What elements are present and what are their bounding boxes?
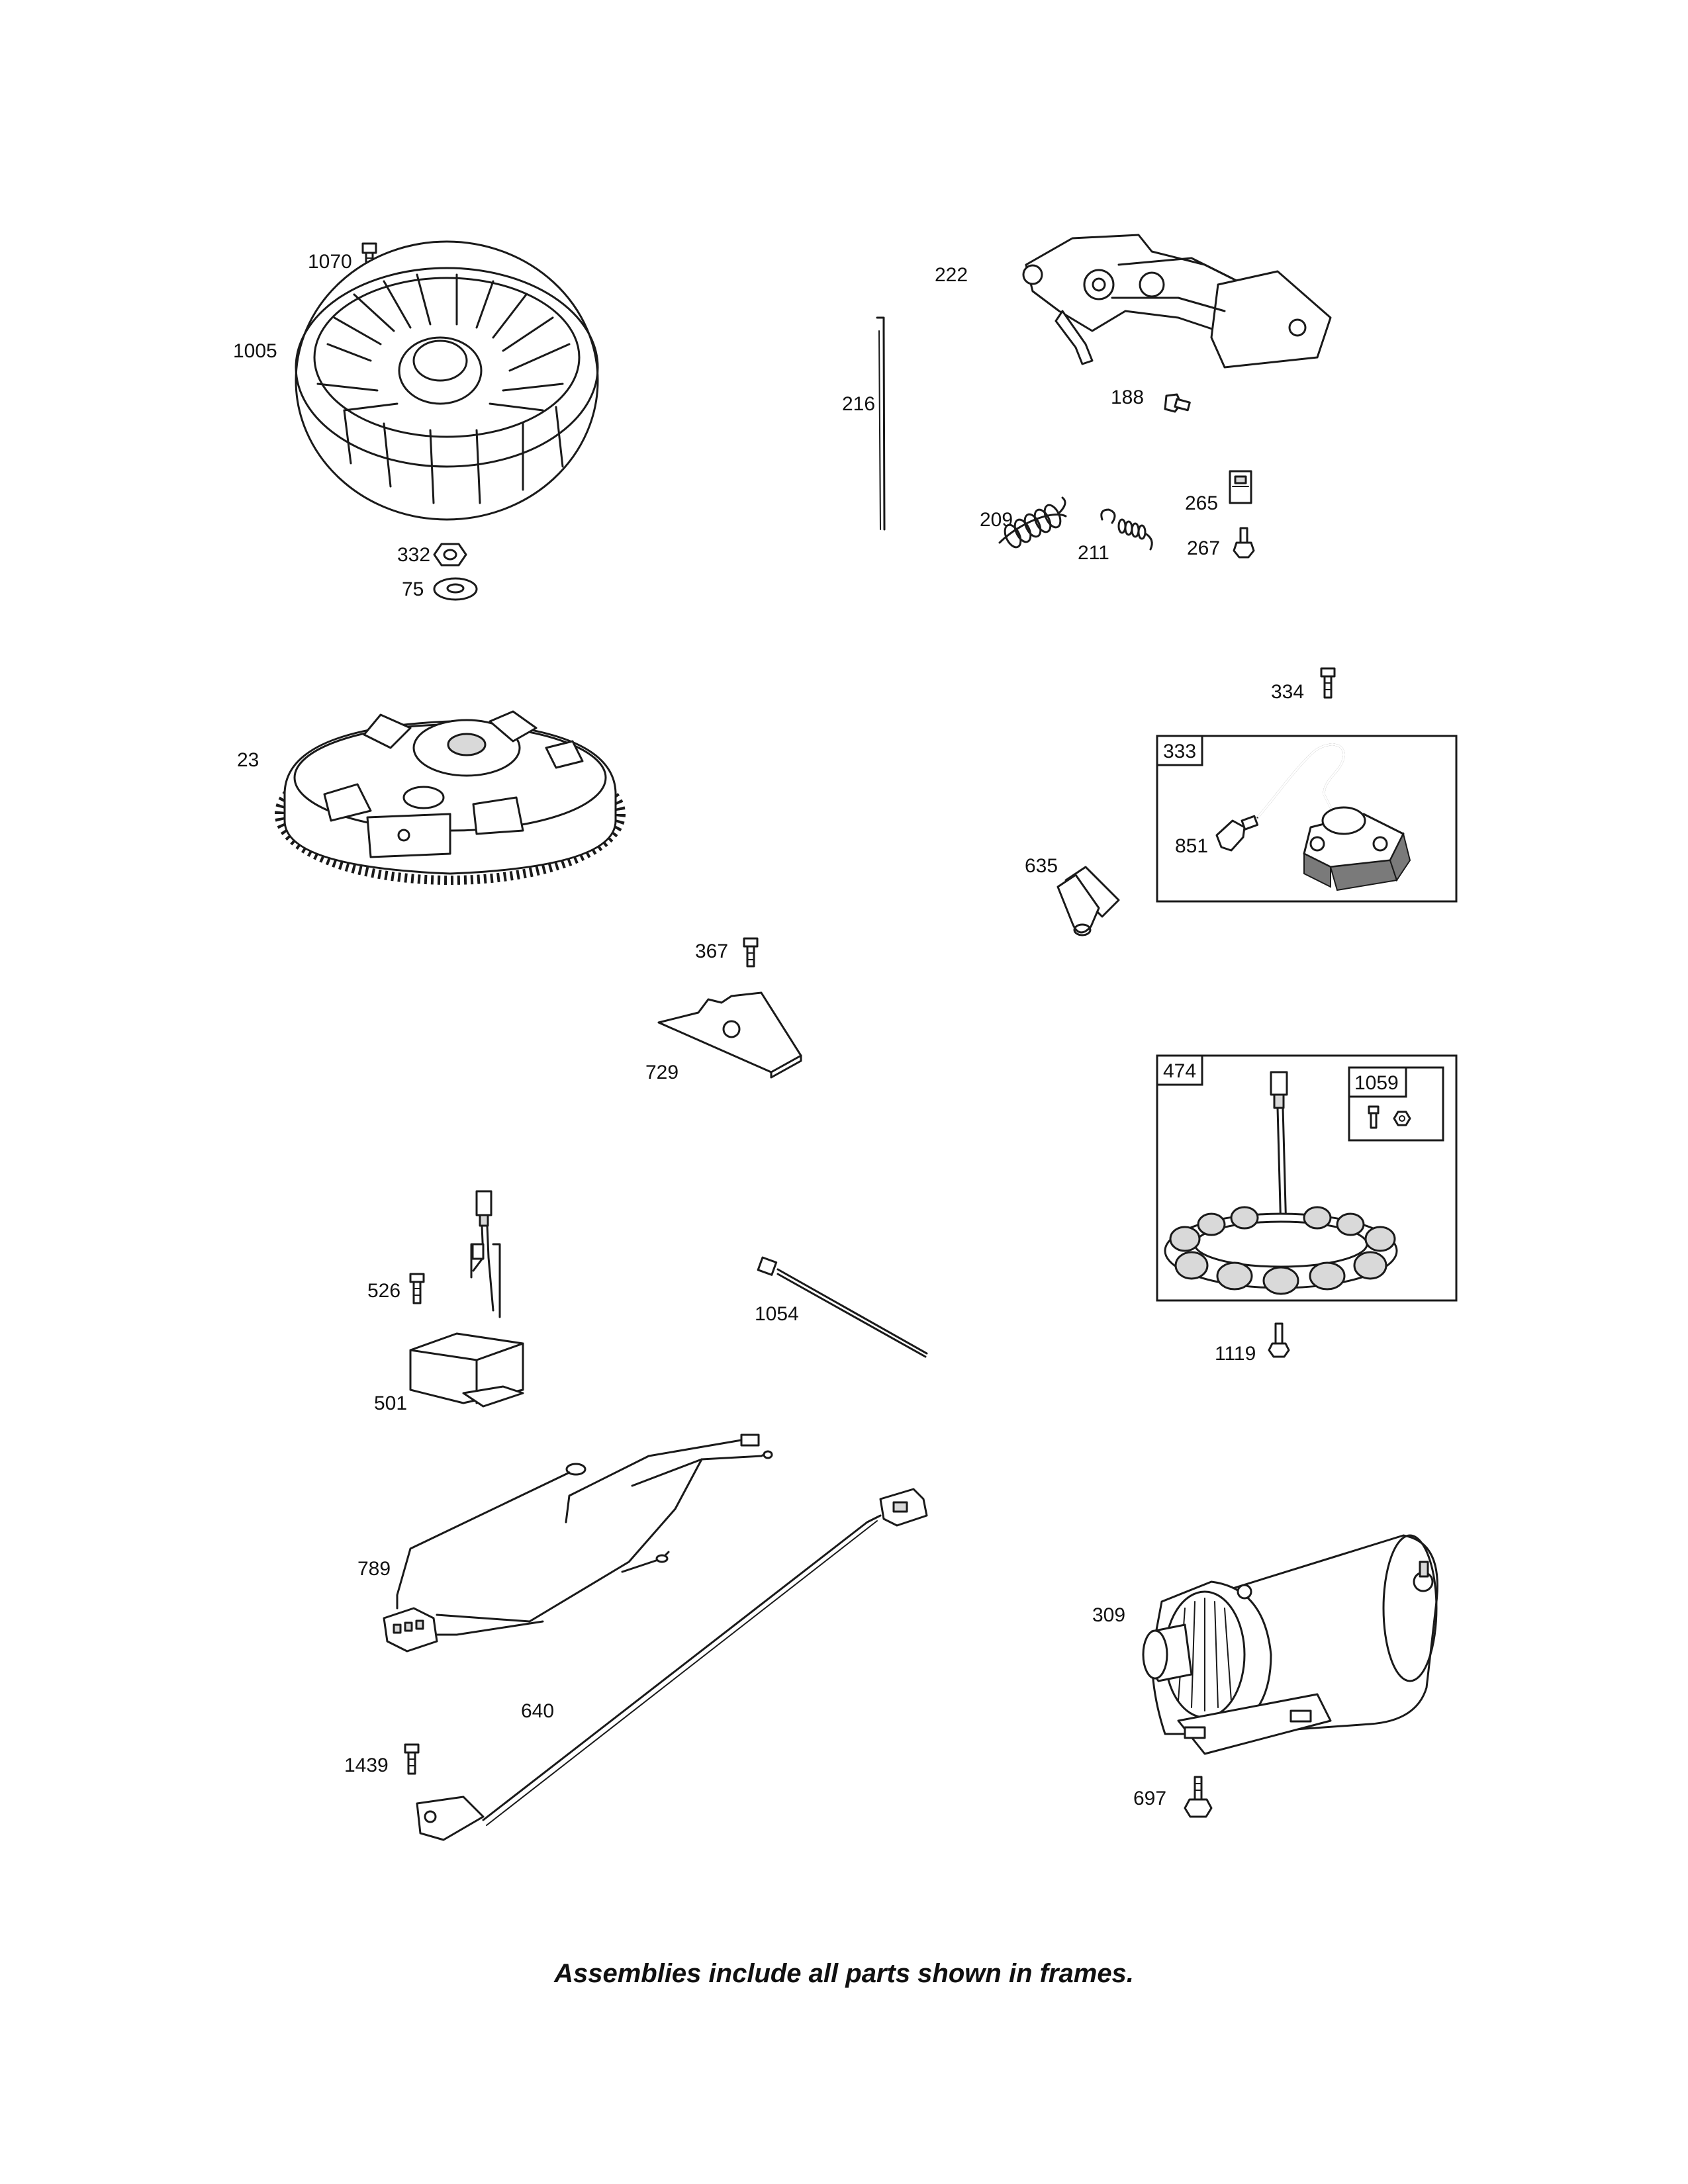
label-332: 332 — [397, 544, 430, 566]
wire-640-drawing — [416, 1488, 928, 1841]
spring-209-drawing — [998, 496, 1067, 549]
screw-267-drawing — [1233, 527, 1255, 559]
frame-474 — [1156, 1054, 1458, 1302]
hardware-kit-1059-drawing — [1368, 1105, 1411, 1129]
screw-1119-drawing — [1268, 1322, 1290, 1358]
flywheel-23-drawing — [275, 710, 626, 885]
cable-tie-1054-drawing — [757, 1256, 928, 1358]
label-1439: 1439 — [344, 1754, 389, 1776]
frame-333-tab — [1156, 735, 1203, 766]
label-635: 635 — [1025, 855, 1058, 877]
clip-265-drawing — [1229, 470, 1252, 504]
control-bracket-222-drawing — [1022, 234, 1332, 369]
label-1054: 1054 — [755, 1303, 799, 1325]
label-216: 216 — [842, 393, 875, 415]
frame-label-1059: 1059 — [1354, 1072, 1399, 1094]
label-222: 222 — [935, 264, 968, 286]
starter-motor-309-drawing — [1142, 1534, 1438, 1755]
label-729: 729 — [645, 1062, 679, 1083]
frame-474-tab — [1156, 1054, 1203, 1086]
label-188: 188 — [1111, 387, 1144, 408]
label-789: 789 — [357, 1558, 391, 1580]
link-rod-216-drawing — [876, 316, 886, 531]
label-1005: 1005 — [233, 340, 277, 362]
label-697: 697 — [1133, 1788, 1166, 1809]
frame-label-474: 474 — [1163, 1060, 1196, 1082]
screw-334-drawing — [1320, 667, 1336, 699]
screw-1439-drawing — [404, 1743, 420, 1775]
label-265: 265 — [1185, 492, 1218, 514]
label-209: 209 — [980, 509, 1013, 531]
label-267: 267 — [1187, 537, 1220, 559]
label-1119: 1119 — [1215, 1343, 1256, 1365]
label-851: 851 — [1175, 835, 1208, 857]
spring-211-drawing — [1100, 508, 1153, 551]
label-1070: 1070 — [308, 251, 352, 273]
screw-188-drawing — [1164, 393, 1191, 413]
frame-label-333: 333 — [1163, 741, 1196, 762]
washer-75-drawing — [433, 577, 478, 601]
label-334: 334 — [1271, 681, 1304, 703]
flywheel-fan-1005-drawing — [295, 240, 599, 521]
label-211: 211 — [1078, 542, 1109, 564]
frame-1059-tab — [1348, 1066, 1407, 1098]
screw-697-drawing — [1184, 1776, 1213, 1818]
screw-526-drawing — [409, 1273, 425, 1304]
wire-connector-851-drawing — [1215, 815, 1259, 852]
label-526: 526 — [367, 1280, 400, 1302]
alternator-stator-drawing — [1164, 1071, 1398, 1295]
label-640: 640 — [521, 1700, 554, 1722]
footer-note: Assemblies include all parts shown in fr… — [554, 1959, 1134, 1988]
label-309: 309 — [1092, 1604, 1125, 1626]
label-367: 367 — [695, 940, 728, 962]
nut-332-drawing — [433, 543, 467, 567]
screw-367-drawing — [743, 937, 759, 968]
spark-plug-boot-635-drawing — [1056, 866, 1120, 936]
ignition-armature-drawing — [1256, 743, 1411, 891]
label-23: 23 — [237, 749, 259, 771]
shield-plate-729-drawing — [657, 991, 802, 1079]
label-75: 75 — [402, 578, 424, 600]
frame-333 — [1156, 735, 1458, 903]
label-501: 501 — [374, 1392, 407, 1414]
regulator-501-drawing — [409, 1190, 524, 1408]
wire-harness-789-drawing — [383, 1433, 773, 1653]
